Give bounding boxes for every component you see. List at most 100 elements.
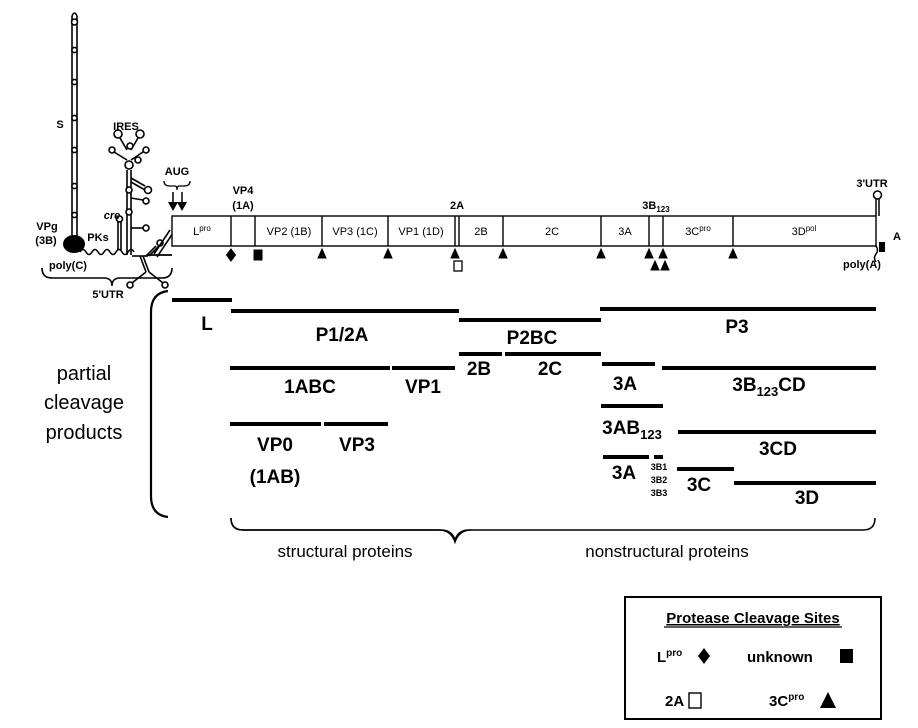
five-utr-label: 5'UTR: [92, 289, 123, 301]
s-fragment-loops: [70, 18, 79, 219]
lower-branches: [126, 229, 174, 289]
products-bracket: [149, 289, 169, 519]
product-3cd-label: 3CD: [759, 439, 797, 460]
gene-2c: 2C: [545, 226, 559, 238]
product-bar-vp1: [392, 366, 455, 370]
3cpro-site-marker: [383, 247, 393, 259]
product-bar-3a-top: [602, 362, 655, 366]
product-bar-3b: [654, 455, 663, 459]
gene-vp4-sublabel: (1A): [232, 200, 254, 212]
three-utr-label: 3'UTR: [856, 178, 887, 190]
product-p2bc-label: P2BC: [507, 328, 558, 349]
3cpro-site-marker: [644, 247, 654, 259]
product-vp3-label: VP3: [339, 435, 375, 456]
five-utr-structures: [70, 12, 174, 289]
product-3ab123-label: 3AB123: [602, 418, 662, 442]
2a-site-marker: [453, 260, 463, 272]
polyprotein-bar: [171, 215, 877, 247]
product-bar-3a-bottom: [603, 455, 649, 459]
product-p1-2a-label: P1/2A: [316, 325, 369, 346]
gene-3b-label: 3B123: [642, 200, 670, 214]
gene-3c: 3Cpro: [685, 224, 711, 238]
vpg-sublabel: (3B): [35, 235, 57, 247]
3cpro-site-marker: [317, 247, 327, 259]
lpro-site-marker: [225, 248, 237, 262]
polyc-label: poly(C): [49, 260, 87, 272]
legend-filled-square-icon: [840, 649, 853, 663]
product-vp0-sublabel: (1AB): [250, 467, 301, 488]
nonstructural-brace: [454, 517, 876, 541]
gene-vp4-label: VP4: [233, 185, 255, 197]
product-3b123cd-label: 3B123CD: [732, 375, 805, 399]
product-bar-2c: [505, 352, 601, 356]
gene-vp1: VP1 (1D): [398, 226, 443, 238]
legend-title: Protease Cleavage Sites: [666, 610, 839, 627]
cre-label: cre: [104, 210, 121, 222]
pseudoknots: [79, 248, 135, 256]
side-label-line-2: cleavage: [44, 392, 124, 414]
polya-label: poly(A): [843, 259, 881, 271]
3cpro-site-marker: [498, 247, 508, 259]
product-bar-1abc: [230, 366, 390, 370]
legend-triangle-icon: [820, 692, 836, 708]
product-bar-p3: [600, 307, 876, 311]
product-bar-3ab123: [601, 404, 663, 408]
product-3b3-label: 3B3: [651, 488, 668, 498]
gene-2b: 2B: [474, 226, 487, 238]
product-3d-label: 3D: [795, 488, 819, 509]
side-label-line-1: partial: [57, 363, 111, 385]
product-vp1-label: VP1: [405, 377, 441, 398]
product-bar-p2bc: [459, 318, 601, 322]
3cpro-site-marker: [658, 247, 668, 259]
legend-2a-label: 2A: [665, 693, 684, 710]
product-bars: [172, 298, 876, 485]
product-bar-3b123cd: [662, 366, 876, 370]
product-3c-label: 3C: [687, 475, 712, 496]
legend-3cpro-label: 3Cpro: [769, 692, 804, 710]
product-2b-label: 2B: [467, 359, 491, 380]
3cpro-site-marker: [596, 247, 606, 259]
product-labels: L P1/2A P2BC P3 2B 2C 1ABC VP1 3A 3B123C…: [201, 314, 819, 509]
product-bar-l: [172, 298, 232, 302]
product-bar-3cd: [678, 430, 876, 434]
product-3b2-label: 3B2: [651, 475, 668, 485]
product-3a-top-label: 3A: [613, 374, 638, 395]
three-utr-structure: [872, 190, 883, 263]
product-3a-bottom-label: 3A: [612, 463, 637, 484]
product-l-label: L: [201, 314, 213, 335]
product-p3-label: P3: [725, 317, 748, 338]
product-bar-vp3: [324, 422, 388, 426]
product-bar-3c: [677, 467, 734, 471]
gene-3a: 3A: [618, 226, 632, 238]
aug-brace: [163, 180, 191, 191]
product-bar-vp0: [230, 422, 321, 426]
ires-structure: [108, 129, 153, 255]
legend-lpro-label: Lpro: [657, 648, 682, 666]
legend-diamond-icon: [698, 648, 710, 664]
side-label-line-3: products: [46, 422, 123, 444]
vpg-protein: [63, 235, 85, 253]
vpg-label: VPg: [36, 221, 57, 233]
product-3b1-label: 3B1: [651, 462, 668, 472]
unknown-site-marker: [253, 249, 263, 261]
gene-vp3: VP3 (1C): [332, 226, 377, 238]
legend-unknown-label: unknown: [747, 649, 813, 666]
structural-proteins-label: structural proteins: [277, 542, 412, 561]
pks-label: PKs: [87, 232, 108, 244]
s-fragment-label: S: [56, 119, 63, 131]
product-bar-2b: [459, 352, 502, 356]
gene-2a-label: 2A: [450, 200, 464, 212]
3cpro-site-marker: [728, 247, 738, 259]
polya-tail: [879, 242, 885, 252]
protease-legend: Protease Cleavage Sites Lpro unknown 2A …: [624, 596, 882, 720]
product-2c-label: 2C: [538, 359, 563, 380]
3cpro-site-marker: [450, 247, 460, 259]
gene-3d: 3Dpol: [792, 224, 817, 238]
ires-label: IRES: [113, 121, 139, 133]
legend-open-square-icon: [688, 692, 702, 709]
3cpro-site-marker: [650, 259, 660, 271]
product-bar-p1-2a: [231, 309, 459, 313]
product-1abc-label: 1ABC: [284, 377, 336, 398]
nonstructural-proteins-label: nonstructural proteins: [585, 542, 748, 561]
